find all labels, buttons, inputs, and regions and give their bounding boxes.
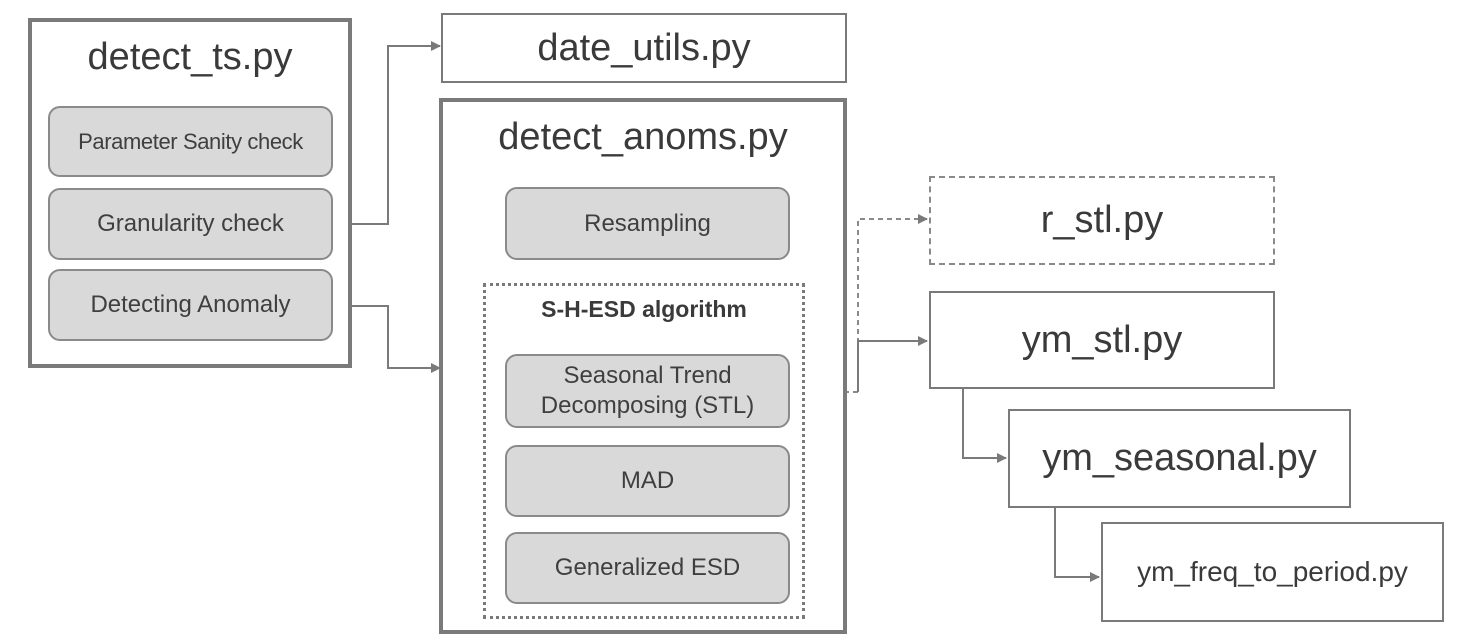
granularity-to-date-utils-arrow — [332, 41, 441, 225]
ym-stl-to-ym-seasonal-arrow — [962, 389, 1007, 463]
ym-seasonal-to-freq-arrow — [1054, 508, 1100, 582]
stl-step: Seasonal Trend Decomposing (STL) — [505, 354, 790, 428]
ym-freq-to-period-title: ym_freq_to_period.py — [1137, 556, 1408, 587]
resampling-step: Resampling — [505, 187, 790, 260]
detecting-anomaly-step: Detecting Anomaly — [48, 269, 333, 341]
date-utils-module: date_utils.py — [441, 13, 847, 83]
sh-esd-algorithm-group: S-H-ESD algorithm — [483, 283, 805, 619]
date-utils-title: date_utils.py — [537, 26, 751, 69]
r-stl-module: r_stl.py — [929, 176, 1275, 265]
ym-seasonal-module: ym_seasonal.py — [1008, 409, 1351, 508]
detecting-to-detect-anoms-arrow — [332, 305, 441, 373]
ym-stl-module: ym_stl.py — [929, 291, 1275, 389]
granularity-check-step: Granularity check — [48, 188, 333, 260]
detect-anoms-title: detect_anoms.py — [498, 116, 788, 158]
mad-step: MAD — [505, 445, 790, 517]
stl-to-r-stl-arrow — [790, 214, 928, 393]
generalized-esd-step: Generalized ESD — [505, 532, 790, 604]
ym-freq-to-period-module: ym_freq_to_period.py — [1101, 522, 1444, 622]
ym-stl-title: ym_stl.py — [1021, 318, 1183, 361]
sh-esd-algorithm-title: S-H-ESD algorithm — [541, 296, 747, 322]
ym-seasonal-title: ym_seasonal.py — [1042, 437, 1317, 479]
parameter-sanity-check-step: Parameter Sanity check — [48, 106, 333, 177]
r-stl-title: r_stl.py — [1040, 199, 1164, 241]
stl-to-ym-stl-arrow — [857, 336, 928, 392]
detect-ts-title: detect_ts.py — [87, 36, 293, 78]
